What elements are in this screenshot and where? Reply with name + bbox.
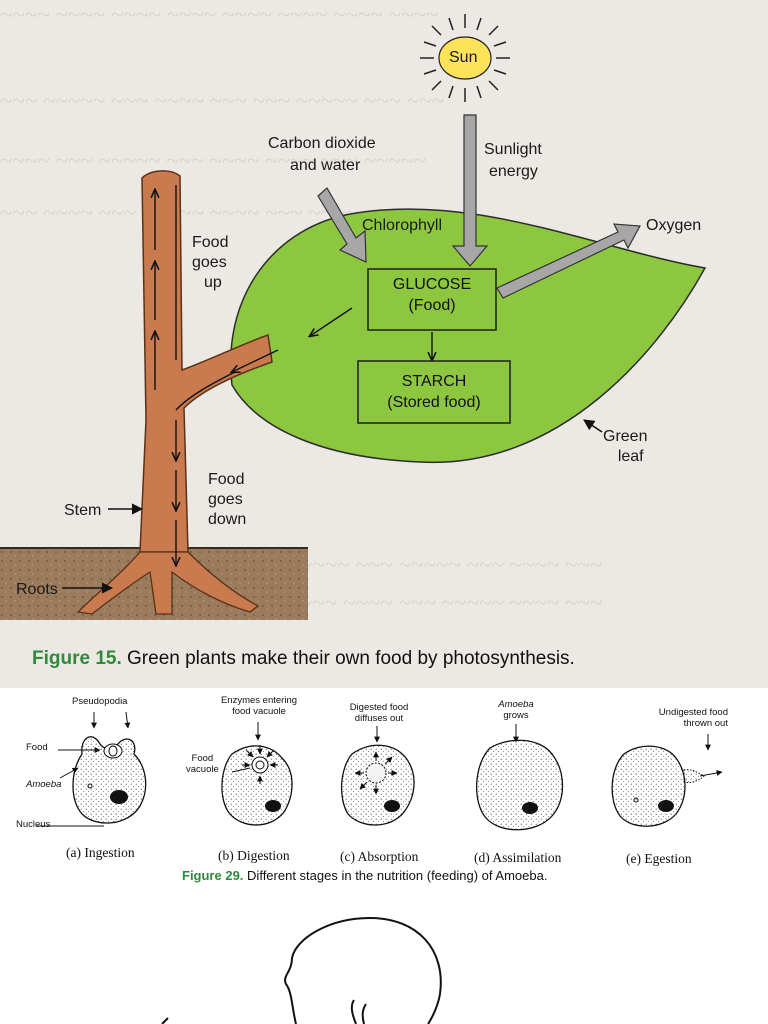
human-head-outline xyxy=(161,916,442,1024)
amoeba-assimilation xyxy=(476,724,564,831)
oxygen-arrow xyxy=(496,223,641,299)
chlorophyll-label: Chlorophyll xyxy=(362,217,443,234)
co2-water-arrow xyxy=(317,187,367,263)
green-leaf xyxy=(230,208,707,464)
food-goes-up-label: Food goes up xyxy=(192,234,229,291)
photosynthesis-page: ~~~~ ~~~~ ~~~~ ~~~~ ~~~~ ~~~~ ~~~~ ~~~~ … xyxy=(0,0,768,688)
bleed-through-text: ~~~~ ~~~~ ~~~~ ~~~~ ~~~~ ~~~~ ~~~~ ~~~~ xyxy=(0,2,439,27)
starch-box xyxy=(357,360,511,424)
sunlight-label-1: Sunlight xyxy=(484,141,542,158)
amoeba-absorption xyxy=(340,726,415,826)
photosynthesis-diagram xyxy=(0,14,707,620)
stage-egestion: (e) Egestion xyxy=(626,851,692,866)
glucose-box xyxy=(367,268,497,331)
sun-icon xyxy=(420,14,510,102)
carbon-dioxide-label-2: and water xyxy=(290,157,361,174)
stage-digestion: (b) Digestion xyxy=(218,848,290,863)
amoeba-egestion xyxy=(611,734,723,827)
stage-assimilation: (d) Assimilation xyxy=(474,850,562,865)
pseudopodia-label: Pseudopodia xyxy=(72,696,128,707)
enzymes-label: Enzymes entering food vacuole xyxy=(220,695,298,717)
bleed-through-text: ~~~~ ~~~ ~~~~~ ~~~ ~~~~ ~~~ xyxy=(300,552,603,577)
sunlight-arrow xyxy=(451,114,489,267)
nucleus-label: Nucleus xyxy=(16,819,51,830)
amoeba-grows-label: Amoeba grows xyxy=(498,699,534,721)
stem-label: Stem xyxy=(64,502,102,519)
amoeba-nutrition-page: Pseudopodia Food Amoeba Nucleus Enzymes … xyxy=(0,688,768,1024)
sun-label: Sun xyxy=(449,49,478,66)
undigested-food-label: Undigested food thrown out xyxy=(658,707,728,729)
oxygen-label: Oxygen xyxy=(646,217,702,234)
bleed-through-text: ~~~ ~~~~ ~~~ ~~~~~ ~~~~ ~~~ xyxy=(300,590,603,615)
food-goes-down-label: Food goes down xyxy=(208,471,247,528)
sunlight-label-2: energy xyxy=(489,163,538,180)
stage-ingestion: (a) Ingestion xyxy=(66,845,135,860)
food-vacuole-label: Food vacuole xyxy=(186,753,219,775)
green-leaf-label: Green leaf xyxy=(603,428,648,465)
starch-label: STARCH (Stored food) xyxy=(387,373,481,411)
figure-15-caption: Figure 15. Green plants make their own f… xyxy=(32,648,575,669)
amoeba-ingestion xyxy=(36,711,147,827)
amoeba-stages-diagram xyxy=(36,711,723,1024)
carbon-dioxide-label-1: Carbon dioxide xyxy=(268,135,376,152)
roots-label: Roots xyxy=(16,581,58,598)
stem xyxy=(139,170,273,553)
amoeba-digestion xyxy=(221,722,293,826)
digested-food-label: Digested food diffuses out xyxy=(349,702,409,724)
food-label: Food xyxy=(26,742,48,753)
food-down-arrows xyxy=(176,185,236,565)
stage-absorption: (c) Absorption xyxy=(340,849,419,864)
glucose-label: GLUCOSE (Food) xyxy=(392,276,472,314)
bleed-through-text: ~~~ ~~~~~ ~~~ ~~~~ ~~~ ~~~ ~~~~~ ~~~ ~~~ xyxy=(0,88,445,113)
figure-29-caption: Figure 29. Different stages in the nutri… xyxy=(182,868,548,883)
bleed-through-text: ~~~~ ~~~ ~~~~~ ~~~ ~~~~ ~~~~ ~~~ ~~~~~ xyxy=(0,148,426,173)
amoeba-label: Amoeba xyxy=(26,779,62,790)
roots xyxy=(76,551,260,615)
